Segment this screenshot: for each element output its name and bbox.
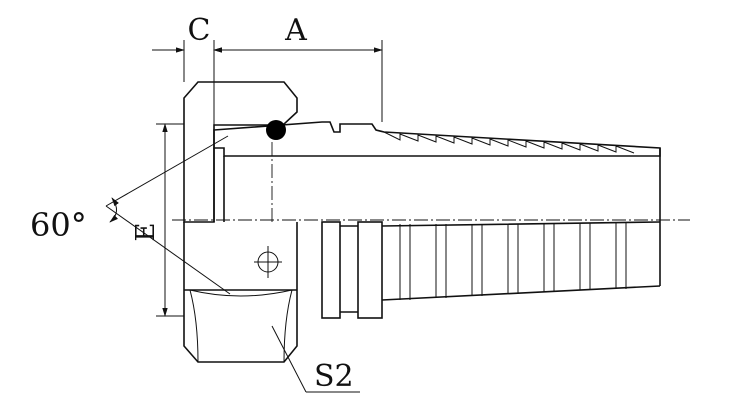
hose-tail-outside-view [321, 221, 661, 319]
dimension-c: C [152, 13, 250, 132]
o-ring [266, 120, 286, 140]
nut-outside-view [183, 222, 298, 363]
dimension-e: E [131, 123, 184, 317]
dimension-a-label: A [284, 13, 307, 48]
nut-size-label: S2 [314, 359, 354, 394]
nut-section [183, 81, 298, 223]
stem-section [213, 121, 661, 157]
dimension-e-label: E [131, 223, 161, 242]
angle-annotation: 60° [30, 135, 231, 295]
dimension-c-label: C [188, 13, 211, 48]
angle-label: 60° [30, 206, 87, 244]
nut-size-annotation: S2 [271, 325, 360, 394]
dimension-a: A [213, 13, 383, 122]
